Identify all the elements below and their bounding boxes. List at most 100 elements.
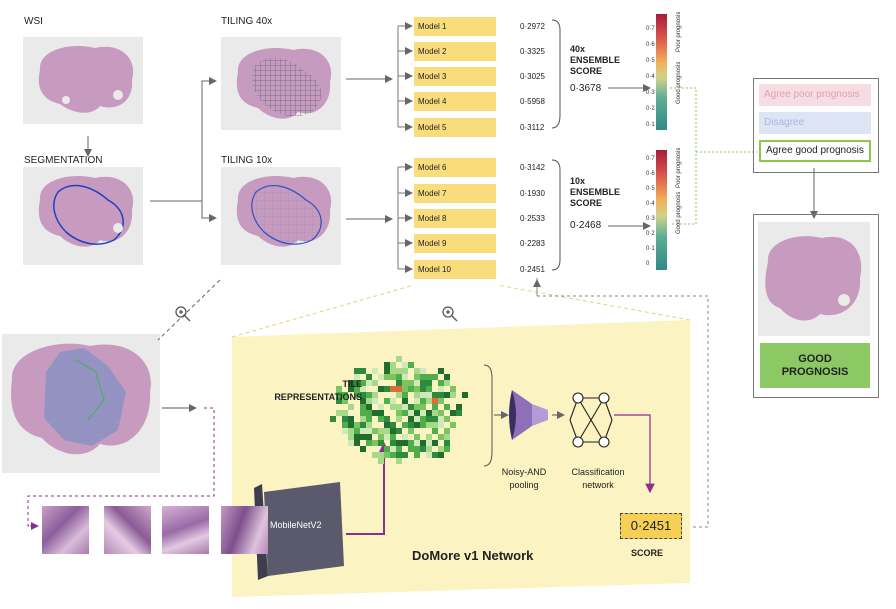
heatmap-cell bbox=[420, 446, 426, 452]
heatmap-cell bbox=[372, 398, 378, 404]
heatmap-cell bbox=[426, 374, 432, 380]
heatmap-cell bbox=[408, 362, 414, 368]
heatmap-cell bbox=[384, 386, 390, 392]
heatmap-cell bbox=[408, 386, 414, 392]
image-tile bbox=[221, 506, 268, 554]
heatmap-cell bbox=[390, 422, 396, 428]
colorbar-tick: 0·2 bbox=[646, 231, 655, 237]
heatmap-cell bbox=[426, 452, 432, 458]
result-slide bbox=[758, 222, 870, 336]
heatmap-cell bbox=[420, 392, 426, 398]
model-score: 0·3025 bbox=[520, 72, 545, 81]
heatmap-cell bbox=[444, 380, 450, 386]
heatmap-cell bbox=[396, 386, 402, 392]
heatmap-cell bbox=[414, 434, 420, 440]
model-score: 0·2283 bbox=[520, 239, 545, 248]
heatmap-cell bbox=[336, 410, 342, 416]
heatmap-cell bbox=[444, 374, 450, 380]
heatmap-cell bbox=[384, 362, 390, 368]
heatmap-cell bbox=[414, 404, 420, 410]
heatmap-cell bbox=[378, 452, 384, 458]
heatmap-cell bbox=[432, 374, 438, 380]
heatmap-cell bbox=[396, 392, 402, 398]
heatmap-cell bbox=[414, 386, 420, 392]
heatmap-cell bbox=[390, 404, 396, 410]
colorbar-40x bbox=[656, 14, 667, 130]
heatmap-cell bbox=[360, 434, 366, 440]
heatmap-cell bbox=[426, 410, 432, 416]
heatmap-cell bbox=[438, 368, 444, 374]
heatmap-cell bbox=[372, 410, 378, 416]
heatmap-cell bbox=[402, 404, 408, 410]
heatmap-cell bbox=[414, 446, 420, 452]
ensemble-10x-title: 10x ENSEMBLE SCORE bbox=[570, 176, 621, 208]
heatmap-cell bbox=[444, 440, 450, 446]
model-box: Model 2 bbox=[414, 42, 496, 61]
tiling-40x-label: TILING 40x bbox=[221, 16, 273, 27]
heatmap-cell bbox=[354, 422, 360, 428]
colorbar-tick: 0·6 bbox=[646, 42, 655, 48]
colorbar-tick: 0·1 bbox=[646, 122, 655, 128]
heatmap-cell bbox=[432, 392, 438, 398]
colorbar-10x-poor-label: Poor prognosis bbox=[676, 147, 682, 188]
wsi-slide bbox=[23, 37, 143, 124]
heatmap-cell bbox=[414, 380, 420, 386]
heatmap-cell bbox=[402, 392, 408, 398]
heatmap-cell bbox=[354, 428, 360, 434]
heatmap-cell bbox=[444, 434, 450, 440]
heatmap-cell bbox=[390, 362, 396, 368]
heatmap-cell bbox=[396, 440, 402, 446]
heatmap-cell bbox=[420, 368, 426, 374]
heatmap-cell bbox=[348, 422, 354, 428]
heatmap-cell bbox=[444, 428, 450, 434]
model-score: 0·2451 bbox=[520, 265, 545, 274]
heatmap-cell bbox=[438, 446, 444, 452]
heatmap-cell bbox=[342, 398, 348, 404]
heatmap-cell bbox=[378, 428, 384, 434]
heatmap-cell bbox=[354, 374, 360, 380]
heatmap-cell bbox=[408, 440, 414, 446]
heatmap-cell bbox=[360, 410, 366, 416]
heatmap-cell bbox=[360, 422, 366, 428]
heatmap-cell bbox=[360, 404, 366, 410]
wsi-label: WSI bbox=[24, 16, 43, 27]
heatmap-cell bbox=[366, 398, 372, 404]
model-box: Model 5 bbox=[414, 118, 496, 137]
heatmap-cell bbox=[390, 446, 396, 452]
heatmap-cell bbox=[402, 410, 408, 416]
heatmap-cell bbox=[360, 416, 366, 422]
heatmap-cell bbox=[360, 392, 366, 398]
heatmap-cell bbox=[438, 398, 444, 404]
heatmap-cell bbox=[360, 428, 366, 434]
zoom-icon bbox=[442, 306, 458, 322]
heatmap-cell bbox=[396, 368, 402, 374]
colorbar-40x-good-label: Good prognosis bbox=[676, 61, 682, 104]
heatmap-cell bbox=[402, 398, 408, 404]
segmentation-slide bbox=[23, 167, 143, 265]
heatmap-cell bbox=[354, 380, 360, 386]
heatmap-cell bbox=[384, 446, 390, 452]
heatmap-cell bbox=[390, 428, 396, 434]
colorbar-tick: 0·4 bbox=[646, 74, 655, 80]
colorbar-tick: 0·4 bbox=[646, 201, 655, 207]
heatmap-cell bbox=[408, 416, 414, 422]
tiling-40x-slide bbox=[221, 37, 341, 130]
heatmap-cell bbox=[426, 398, 432, 404]
colorbar-10x-good-label: Good prognosis bbox=[676, 191, 682, 234]
noisy-and-pooling-label: Noisy-AND pooling bbox=[501, 467, 547, 490]
heatmap-cell bbox=[348, 434, 354, 440]
tiling-10x-label: TILING 10x bbox=[221, 155, 273, 166]
model-score: 0·3325 bbox=[520, 47, 545, 56]
colorbar-10x bbox=[656, 150, 667, 270]
heatmap-cell bbox=[426, 392, 432, 398]
heatmap-cell bbox=[360, 380, 366, 386]
heatmap-cell bbox=[366, 440, 372, 446]
heatmap-cell bbox=[438, 452, 444, 458]
heatmap-cell bbox=[342, 410, 348, 416]
heatmap-cell bbox=[366, 374, 372, 380]
segmentation-label: SEGMENTATION bbox=[24, 155, 103, 166]
heatmap-cell bbox=[438, 422, 444, 428]
heatmap-cell bbox=[420, 410, 426, 416]
heatmap-cell bbox=[354, 368, 360, 374]
heatmap-cell bbox=[456, 410, 462, 416]
